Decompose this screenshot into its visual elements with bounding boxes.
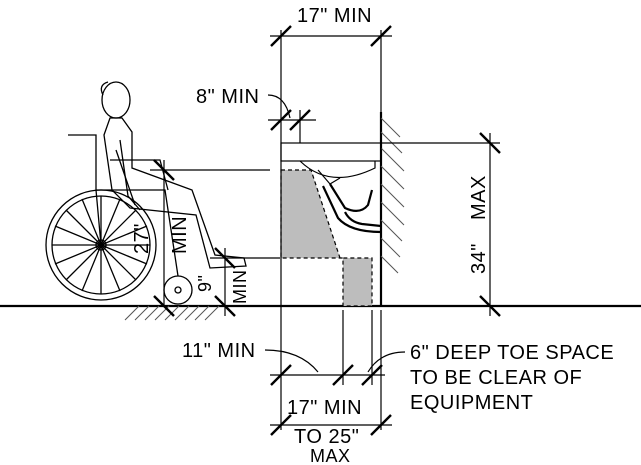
- wall-hatch: [380, 117, 405, 274]
- wheelchair-user-figure: [45, 81, 247, 305]
- label-toe-space-2: TO BE CLEAR OF: [410, 367, 582, 389]
- label-bottom-max: MAX: [310, 446, 351, 465]
- knee-clearance-zone: [280, 169, 373, 307]
- label-9-unit: MIN: [230, 270, 250, 305]
- label-toe-space-1: 6" DEEP TOE SPACE: [410, 342, 614, 364]
- dim-bottom-17-25: [270, 414, 392, 436]
- label-8-min: 8" MIN: [196, 86, 259, 108]
- lavatory: [280, 142, 382, 234]
- dim-9-min: [153, 247, 280, 317]
- label-27-unit: MIN: [169, 216, 191, 254]
- dim-8-min: [267, 94, 316, 131]
- label-34-value: 34": [468, 243, 490, 274]
- label-bottom-to-25: TO 25": [294, 426, 359, 448]
- dim-27-min: [150, 159, 270, 306]
- dim-34-max: [381, 132, 501, 317]
- label-bottom-17-min: 17" MIN: [287, 397, 362, 419]
- label-9-value: 9": [195, 275, 215, 292]
- label-34-unit: MAX: [468, 175, 490, 220]
- dim-11-min: [264, 349, 406, 386]
- label-27-value: 27": [131, 223, 153, 254]
- dim-top-17: [270, 25, 392, 47]
- label-toe-space-3: EQUIPMENT: [410, 392, 533, 414]
- label-top-17-min: 17" MIN: [297, 5, 372, 27]
- label-11-min: 11" MIN: [182, 340, 256, 362]
